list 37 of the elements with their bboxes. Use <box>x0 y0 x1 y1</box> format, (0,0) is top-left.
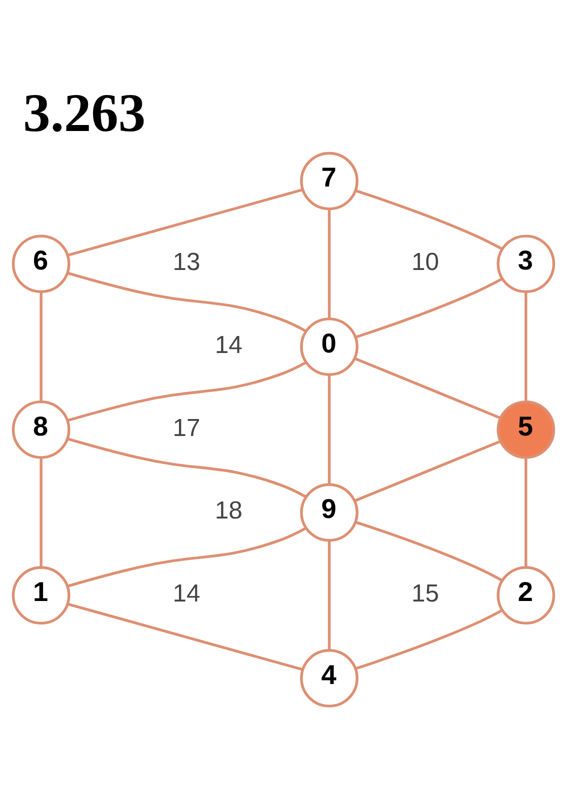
connector <box>40 457 42 567</box>
node-circle: 8 <box>12 400 70 459</box>
node-circle: 4 <box>300 649 358 708</box>
label: 13 <box>172 249 200 276</box>
node-circle: 7 <box>300 152 358 210</box>
connector <box>524 292 528 402</box>
connector <box>67 272 306 332</box>
connector <box>67 437 306 498</box>
connector <box>67 361 306 422</box>
label: 10 <box>412 249 440 276</box>
connector <box>355 189 503 250</box>
connector <box>67 602 304 671</box>
node-circle: 2 <box>496 566 556 625</box>
diagram-title: 3.263 <box>23 83 146 144</box>
connector <box>355 520 503 582</box>
connector <box>328 208 331 318</box>
label: 14 <box>214 332 242 359</box>
label: 17 <box>172 414 200 442</box>
connector <box>524 457 528 567</box>
connector <box>67 527 306 588</box>
connector <box>328 540 331 650</box>
node-circle: 6 <box>12 234 70 294</box>
connector <box>355 609 503 670</box>
connector <box>354 357 501 420</box>
node-circle: 3 <box>496 234 556 294</box>
label: 18 <box>214 498 242 525</box>
label: 15 <box>412 580 440 608</box>
connector <box>355 278 503 338</box>
connector <box>328 374 331 484</box>
connector <box>40 292 42 402</box>
node-circle: 9 <box>300 483 358 542</box>
node-circle: 1 <box>12 566 70 625</box>
label: 14 <box>172 580 200 608</box>
connector <box>354 440 502 502</box>
node-circle: 5 <box>496 400 556 459</box>
connector <box>67 188 304 257</box>
node-circle: 0 <box>300 318 358 376</box>
